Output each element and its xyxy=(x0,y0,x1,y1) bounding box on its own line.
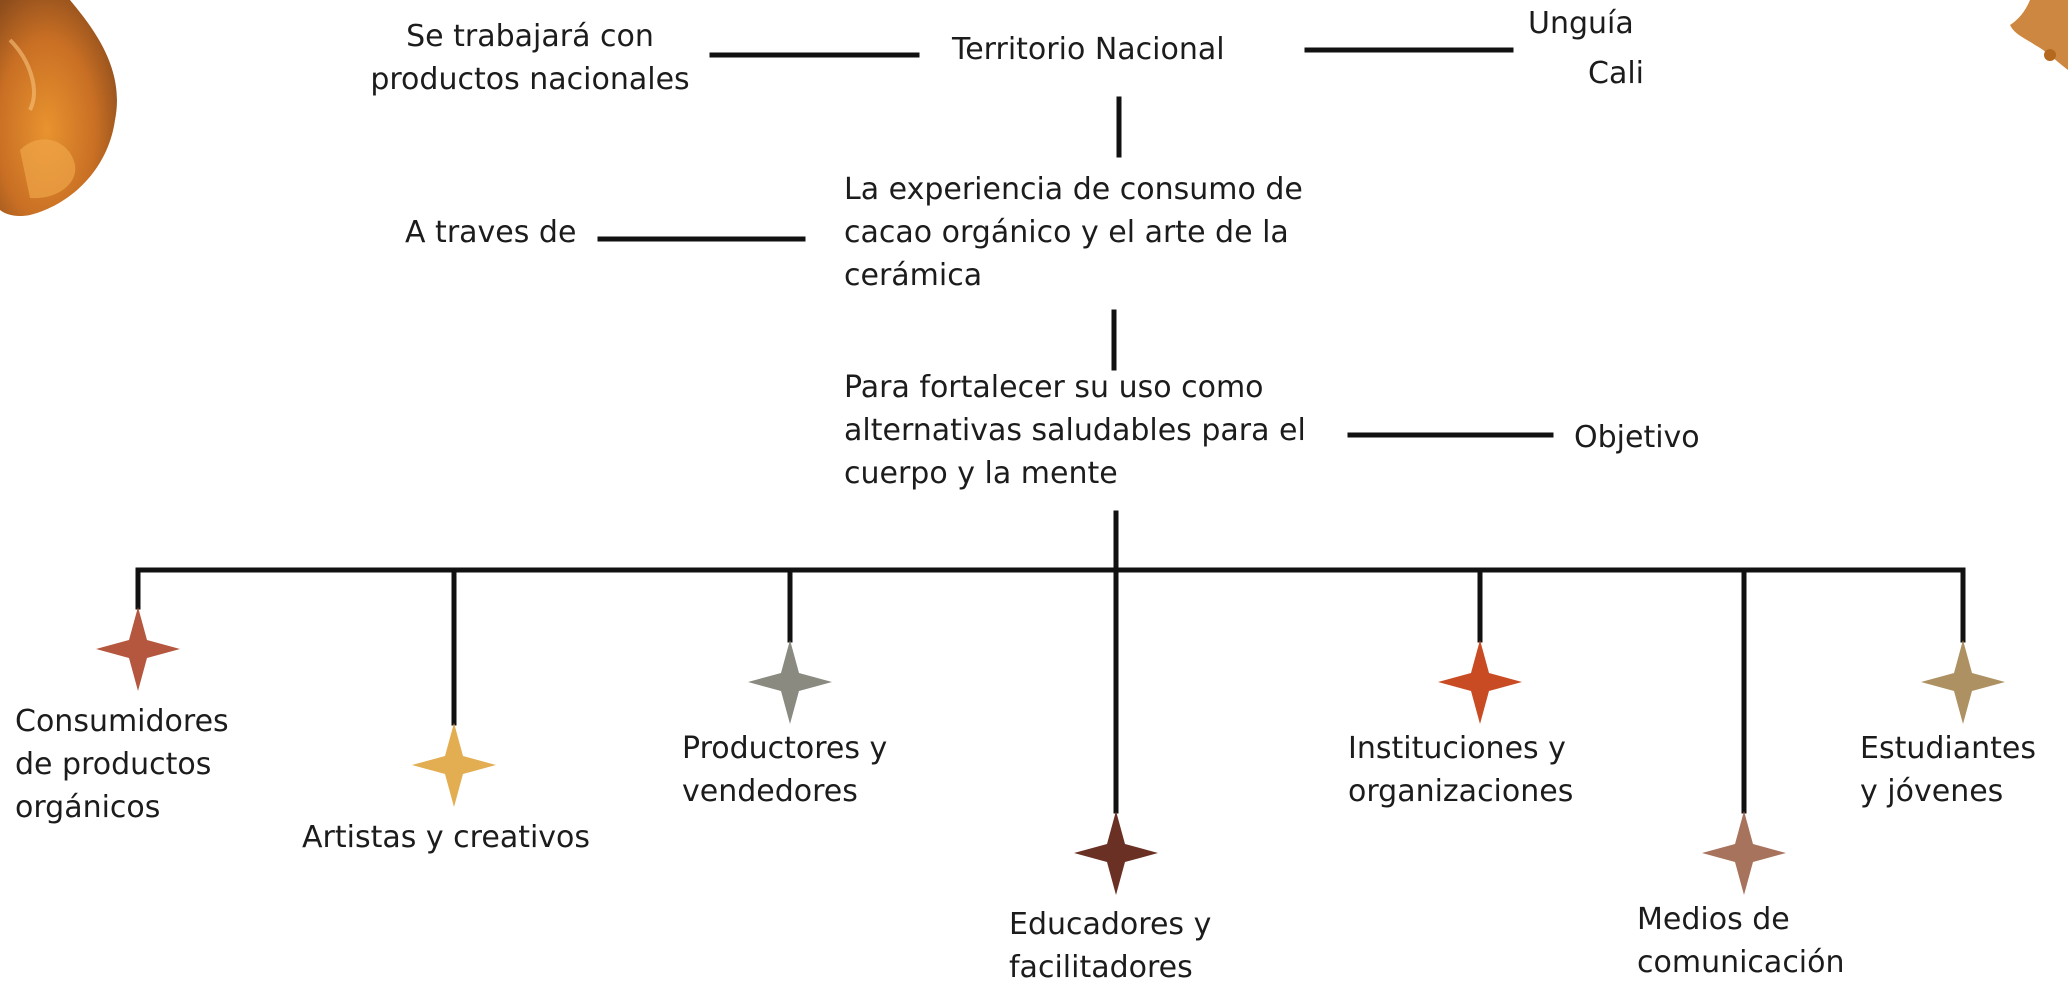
star-icon-educadores xyxy=(1074,811,1158,895)
purpose-node: Para fortalecer su uso como alternativas… xyxy=(844,370,1306,491)
through-label: A traves de xyxy=(405,215,577,250)
decorative-ceramic-shape-left xyxy=(0,0,117,217)
audience-label-medios: Medios de comunicación xyxy=(1637,902,1845,980)
star-icon-instituciones xyxy=(1438,640,1522,724)
star-icon-productores xyxy=(748,640,832,724)
audience-label-estudiantes: Estudiantes y jóvenes xyxy=(1860,731,2036,809)
star-icon-consumidores xyxy=(96,607,180,691)
decorative-ceramic-shape-right xyxy=(2010,0,2068,70)
star-icon-artistas xyxy=(412,723,496,807)
objective-label: Objetivo xyxy=(1574,420,1700,455)
national-products-note: Se trabajará con productos nacionales xyxy=(370,19,690,97)
audience-label-artistas: Artistas y creativos xyxy=(302,820,591,855)
experience-node: La experiencia de consumo de cacao orgán… xyxy=(844,172,1303,293)
audience-label-instituciones: Instituciones y organizaciones xyxy=(1348,731,1574,809)
audience-label-consumidores: Consumidores de productos orgánicos xyxy=(15,704,229,825)
place-unguia: Unguía xyxy=(1528,6,1634,41)
star-icon-medios xyxy=(1702,811,1786,895)
audience-label-productores: Productores y vendedores xyxy=(682,731,888,809)
audience-label-educadores: Educadores y facilitadores xyxy=(1009,907,1212,985)
territory-node: Territorio Nacional xyxy=(952,32,1225,67)
star-icon-estudiantes xyxy=(1921,640,2005,724)
place-cali: Cali xyxy=(1588,56,1645,91)
